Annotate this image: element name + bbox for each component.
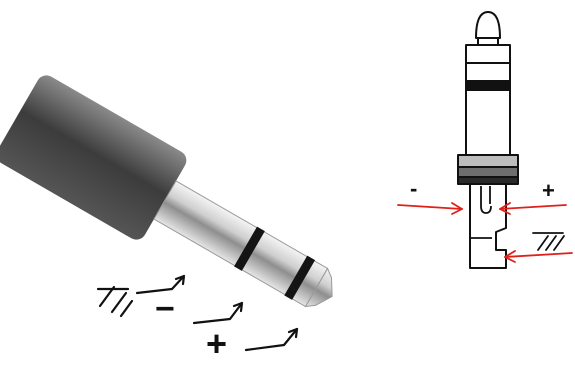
label-minus-right: - <box>410 176 418 201</box>
plug-band-1 <box>234 226 265 271</box>
trs-plug-drawing <box>457 11 519 269</box>
plug-tip <box>304 267 333 308</box>
label-minus: − <box>155 290 175 328</box>
red-arrow-minus <box>397 202 463 215</box>
ground-icon <box>96 285 134 318</box>
label-plus: + <box>206 323 228 364</box>
drawing-tip-neck <box>477 37 499 46</box>
drawing-collar <box>457 154 519 168</box>
ground-icon-right <box>532 232 565 251</box>
plug-band-2 <box>284 255 316 300</box>
red-arrow-ground <box>504 250 573 263</box>
drawing-sleeve <box>465 89 511 156</box>
minus-arrow <box>192 301 244 325</box>
drawing-insulator <box>465 80 511 91</box>
plug-sleeve <box>0 75 187 240</box>
drawing-terminals <box>471 186 492 239</box>
plug-shaft <box>153 180 329 308</box>
plus-arrow <box>244 327 299 352</box>
drawing-tip <box>475 11 501 39</box>
ground-arrow <box>135 274 186 295</box>
trs-plug-photo <box>0 75 333 308</box>
label-plus-right: + <box>542 178 555 203</box>
drawing-lug <box>469 183 507 269</box>
red-arrow-plus <box>499 202 567 215</box>
